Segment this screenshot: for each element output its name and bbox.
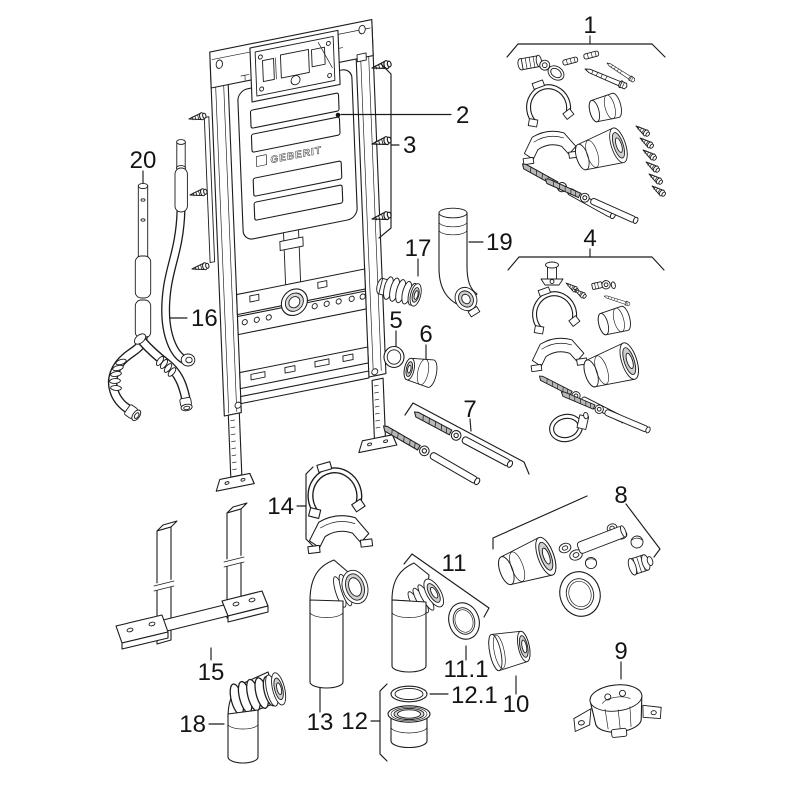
part-label-1: 1 [583,12,596,39]
cistern-panel [250,116,341,153]
hose-clamp [549,411,590,443]
part-12-connector-socket [370,683,431,762]
part-5-seal-ring [383,330,405,369]
part-label-14: 14 [267,493,294,520]
frame-rail-left [209,54,242,417]
frame-leg-right [371,377,386,439]
part-label-9: 9 [614,638,627,665]
part-label-17: 17 [405,235,432,262]
cistern-panel [252,160,343,197]
part-4-fastening-set [507,248,665,443]
part-label-8: 8 [614,482,627,509]
part-15-support-frame [115,502,269,661]
flange-fitting [540,261,564,286]
part-8-bracket-left [492,495,588,550]
part-12-bracket [379,683,388,762]
part-10-connector-sleeve [488,630,531,695]
part-14-pipe-bracket [296,458,374,555]
part-18-pan-connector-bend [208,671,287,764]
hose-corrugation [155,356,177,377]
part-9-mounting-box [573,661,662,738]
frame-crossbar-lower [239,346,369,390]
hose-fitting [179,397,193,412]
part-1-fastening-set [506,35,668,225]
part-3-bracket [378,63,392,239]
part-19-flush-pipe-bend [438,207,484,318]
large-ring [559,571,601,617]
part-2-dot [335,112,341,118]
part-16-supply-hose [161,139,196,367]
part-label-16: 16 [191,305,218,332]
part-7-bracket [404,402,530,475]
oval-ring [547,65,565,81]
part-label-20: 20 [130,147,157,174]
part-11-flush-bend [391,553,490,673]
part-label-6: 6 [419,321,432,348]
frame-leg-left [227,412,243,478]
flush-mechanism [262,57,275,83]
part-label-12-1: 12.1 [451,682,498,709]
part-12-1-o-ring [390,685,449,703]
part-label-12: 12 [341,708,368,735]
screw-set [633,122,668,199]
hose-fitting [124,404,142,422]
drain-hole [280,288,308,317]
part-labels: 1 2 3 4 5 6 7 8 9 10 11 11.1 12 12.1 13 … [130,12,628,738]
part-label-15: 15 [198,659,225,686]
bolt [562,56,579,66]
part-8-connector-set [492,495,661,617]
part-17-corrugated-connector [376,258,422,308]
frame-foot-right [358,434,398,454]
part-6-sleeve [403,344,438,388]
cap-plug [630,535,644,549]
part-8-bracket-right [625,503,661,558]
part-label-11: 11 [442,550,467,577]
pipe-piece [576,525,627,554]
part-label-4: 4 [583,225,596,252]
part-13-flush-bend-long [309,559,369,713]
part-label-2: 2 [456,102,469,129]
supply-tube [203,116,216,264]
part-label-18: 18 [179,711,206,738]
part-1-bracket [506,43,666,58]
installation-frame: GEBERIT [203,19,398,492]
cistern-panel [253,184,344,221]
part-label-3: 3 [403,132,416,159]
angle-valve [517,54,551,71]
cistern-panel [249,92,340,129]
part-label-19: 19 [486,229,513,256]
frame-foot-left [215,472,255,492]
part-2-cistern-callout [335,112,452,118]
part-label-7: 7 [463,396,476,423]
part-4-bracket [507,256,665,271]
part-20-filling-pipe [107,170,193,422]
part-label-13: 13 [307,709,334,736]
threaded-plug [627,554,654,576]
cap-plug [584,556,598,570]
part-11-1-seal-ring [448,602,480,661]
part-label-11-1: 11.1 [444,656,489,683]
part-7-threaded-rod-set [381,402,530,487]
nut-set [591,279,616,291]
part-label-5: 5 [389,307,402,334]
frame-rail-right [354,21,387,378]
hose-corrugation [109,358,127,391]
bolt [583,50,600,60]
part-3-screws [370,59,400,239]
geberit-logo-mark [255,154,268,167]
part-label-10: 10 [503,691,530,718]
part-11-bracket [403,553,490,618]
